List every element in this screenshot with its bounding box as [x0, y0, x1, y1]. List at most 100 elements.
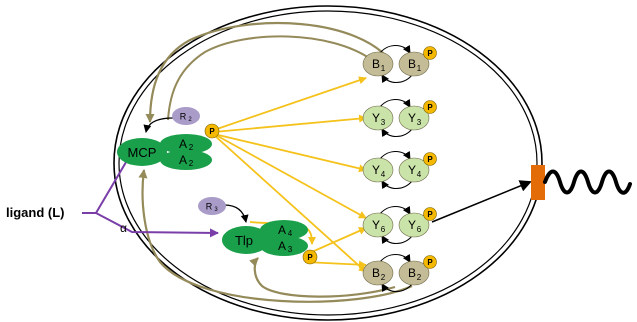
rr-phospho-label: P [427, 258, 433, 267]
rr-sub-label: 2 [381, 273, 386, 282]
rr-name-label: Y [408, 163, 416, 177]
svg-text:P: P [209, 127, 215, 136]
rr-phospho-badge [423, 255, 437, 269]
rr-sub-label: 4 [417, 170, 422, 179]
rr-name-label: Y [408, 218, 416, 232]
rr-name-label: Y [372, 218, 380, 232]
rr-phosphorylated-y6 [398, 212, 430, 238]
svg-text:R: R [180, 112, 187, 122]
rr-phospho-arrow [379, 98, 411, 108]
r2-methylation-arrow [143, 117, 174, 133]
mcp-a-top-label: A [179, 137, 187, 151]
rr-sub-label: 2 [417, 273, 422, 282]
flagellar-motor [531, 165, 545, 200]
rr-phospho-badge [423, 100, 437, 114]
tlp-a-bottom-sub: 3 [288, 245, 293, 254]
tlp-a-top [260, 220, 308, 240]
rr-dephospho-arrow [381, 74, 413, 84]
r2-label: R [180, 112, 187, 122]
svg-text:2: 2 [188, 117, 192, 123]
rr-unphosphorylated-b1 [362, 51, 394, 77]
svg-text:ligand (L): ligand (L) [6, 205, 65, 220]
rr-unphosphorylated-y4 [362, 157, 394, 183]
rr-unphosphorylated-y3 [362, 105, 394, 131]
r2-sub: 2 [188, 117, 192, 123]
mcp-a-bottom-label: A [179, 153, 187, 167]
rr-phospho-badge [423, 46, 437, 60]
svg-text:Tlp: Tlp [235, 233, 253, 248]
rr-sub-label: 3 [417, 118, 422, 127]
ligand-label: ligand (L) [6, 205, 65, 220]
mcp-a-top [160, 134, 212, 154]
rr-sub-label: 3 [381, 118, 386, 127]
rr-phosphorylated-y3 [398, 105, 430, 131]
r3-methylation-arrow [223, 204, 249, 223]
tlp-label: Tlp [235, 233, 253, 248]
rr-unphosphorylated-b2 [362, 260, 394, 286]
feedback-arrow-b1-mcp [145, 22, 393, 123]
rr-phospho-arrow [379, 253, 411, 263]
rr-sub-label: 4 [381, 170, 386, 179]
svg-text:A: A [278, 223, 286, 237]
mcp-a-bottom [160, 150, 212, 170]
flagellum [543, 169, 632, 195]
rr-unphosphorylated-y6 [362, 212, 394, 238]
svg-text:4: 4 [288, 229, 293, 238]
rr-dephospho-arrow [381, 128, 413, 138]
feedback-arrow-b2-mcp [138, 169, 413, 303]
rr-phosphorylated-b1 [398, 51, 430, 77]
rr-dephospho-arrow [381, 235, 413, 245]
tlp-a-top-label: A [278, 223, 286, 237]
y6-to-motor-arrow [431, 180, 532, 223]
svg-text:α: α [120, 221, 127, 235]
mcp-label: MCP [128, 145, 157, 160]
rr-phospho-arrow [379, 44, 411, 54]
ligand-arrows [82, 151, 219, 238]
rr-phospho-label: P [427, 210, 433, 219]
svg-text:R: R [206, 202, 213, 212]
rr-name-label: B [408, 266, 416, 280]
rr-sub-label: 1 [417, 64, 422, 73]
r3-label: R [206, 202, 213, 212]
svg-text:3: 3 [214, 207, 218, 213]
cell-inner-membrane [118, 10, 538, 316]
svg-text:2: 2 [189, 143, 194, 152]
rr-phospho-label: P [427, 49, 433, 58]
svg-text:3: 3 [288, 245, 293, 254]
rr-name-label: B [372, 57, 380, 71]
rr-phospho-arrow [379, 205, 411, 215]
mcp-a-bottom-sub: 2 [189, 159, 194, 168]
rr-sub-label: 1 [381, 64, 386, 73]
tlp-phospho-label: P [307, 253, 313, 262]
r3-sub: 3 [214, 207, 218, 213]
rr-name-label: B [408, 57, 416, 71]
svg-text:MCP: MCP [128, 145, 157, 160]
svg-text:A: A [179, 137, 187, 151]
rr-sub-label: 6 [381, 225, 386, 234]
svg-text:2: 2 [189, 159, 194, 168]
rr-phospho-arrow [379, 150, 411, 160]
rr-sub-label: 6 [417, 225, 422, 234]
rr-dephospho-arrow [381, 180, 413, 190]
tlp-a-bottom [260, 236, 308, 256]
feedback-arrow-b1-mcp-inner [167, 35, 373, 121]
svg-text:A: A [278, 239, 286, 253]
r3-protein [198, 197, 226, 215]
rr-name-label: Y [372, 163, 380, 177]
mcp-phospho-badge [204, 123, 220, 139]
rr-name-label: B [372, 266, 380, 280]
mcp-complex: MCP A 2 A 2 P [117, 123, 220, 170]
tlp-receptor [222, 226, 270, 254]
rr-phosphorylated-y4 [398, 157, 430, 183]
rr-dephospho-arrow [381, 283, 413, 293]
mcp-phospho-label: P [209, 127, 215, 136]
svg-text:P: P [307, 253, 313, 262]
rr-phospho-badge [423, 152, 437, 166]
cell-outer-membrane [113, 5, 543, 321]
phosphotransfer-arrows-mcp [213, 76, 367, 273]
rr-phospho-badge [423, 207, 437, 221]
